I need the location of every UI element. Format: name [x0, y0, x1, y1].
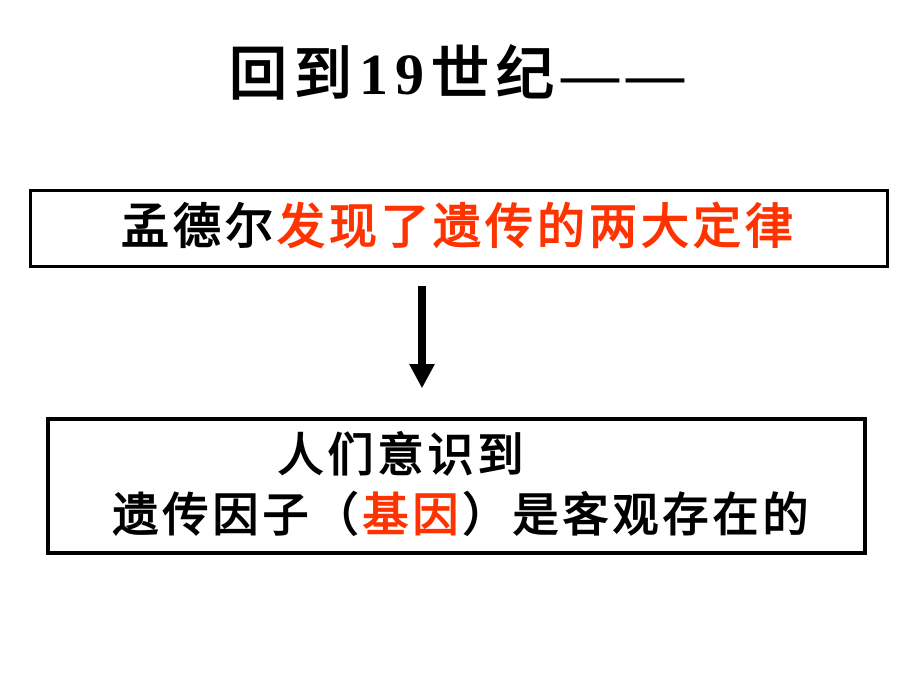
mendel-discovery-box: 孟德尔发现了遗传的两大定律 — [29, 189, 889, 268]
realization-line2: 遗传因子（基因）是客观存在的 — [113, 486, 813, 546]
line2-before-text: 遗传因子（ — [112, 490, 363, 541]
line2-after-text: ）是客观存在的 — [462, 490, 813, 541]
discovery-highlight-text: 发现了遗传的两大定律 — [277, 201, 798, 255]
mendel-discovery-text: 孟德尔发现了遗传的两大定律 — [120, 201, 798, 255]
mendel-name-text: 孟德尔 — [120, 201, 277, 255]
down-arrow-icon — [409, 286, 435, 388]
slide-title: 回到19世纪—— — [228, 42, 691, 107]
gene-highlight-text: 基因 — [362, 490, 463, 541]
realization-line1: 人们意识到 — [277, 430, 528, 481]
realization-box: 人们意识到 遗传因子（基因）是客观存在的 — [46, 417, 867, 555]
